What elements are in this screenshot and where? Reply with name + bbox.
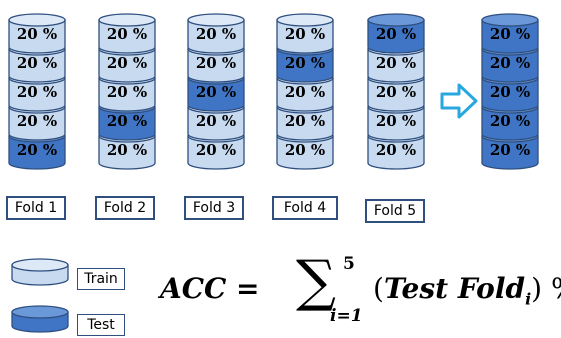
segment-label: 20 %: [376, 83, 416, 101]
legend-train-cylinder: [11, 258, 69, 286]
segment-label: 20 %: [285, 141, 325, 159]
right-outline-arrow-icon: [440, 83, 478, 119]
fold-5-stack-segment-1: 20 %: [367, 13, 425, 54]
fold-label-1: Fold 1: [6, 196, 66, 220]
segment-label: 20 %: [196, 25, 236, 43]
fold-label-3: Fold 3: [184, 196, 244, 220]
fold-2-stack-segment-1: 20 %: [98, 13, 156, 54]
segment-label: 20 %: [17, 54, 57, 72]
fold-1-stack-segment-1: 20 %: [8, 13, 66, 54]
fold-3-stack-segment-1: 20 %: [187, 13, 245, 54]
segment-label: 20 %: [17, 112, 57, 130]
segment-label: 20 %: [107, 83, 147, 101]
formula-open-paren: (: [373, 272, 384, 305]
segment-label: 20 %: [107, 54, 147, 72]
fold-label-4: Fold 4: [272, 196, 338, 220]
fold-label-2: Fold 2: [95, 196, 155, 220]
segment-label: 20 %: [490, 112, 530, 130]
segment-label: 20 %: [196, 54, 236, 72]
segment-label: 20 %: [376, 25, 416, 43]
segment-label: 20 %: [376, 112, 416, 130]
segment-label: 20 %: [196, 141, 236, 159]
segment-label: 20 %: [17, 25, 57, 43]
formula-suffix: ) %: [531, 272, 561, 305]
segment-label: 20 %: [376, 141, 416, 159]
fold-label-5: Fold 5: [365, 199, 425, 223]
segment-label: 20 %: [490, 83, 530, 101]
segment-label: 20 %: [285, 25, 325, 43]
segment-label: 20 %: [490, 141, 530, 159]
segment-label: 20 %: [285, 112, 325, 130]
sum-lower-limit: i=1: [330, 306, 363, 326]
formula-term: Test Fold: [383, 272, 526, 305]
segment-label: 20 %: [376, 54, 416, 72]
legend-train-label: Train: [77, 268, 125, 290]
segment-label: 20 %: [490, 54, 530, 72]
sum-upper-limit: 5: [343, 254, 355, 274]
segment-label: 20 %: [17, 83, 57, 101]
legend-test-cylinder: [11, 305, 69, 333]
formula-lhs: ACC =: [160, 272, 260, 305]
formula-body: (Test Foldi) %: [373, 272, 561, 309]
segment-label: 20 %: [285, 54, 325, 72]
fold-4-stack-segment-1: 20 %: [276, 13, 334, 54]
segment-label: 20 %: [107, 141, 147, 159]
segment-label: 20 %: [196, 112, 236, 130]
segment-label: 20 %: [196, 83, 236, 101]
result-stack-segment-1: 20 %: [481, 13, 539, 54]
formula-subscript: i: [525, 289, 532, 309]
sum-symbol: ∑: [296, 249, 336, 314]
segment-label: 20 %: [107, 25, 147, 43]
legend-test-label: Test: [77, 314, 125, 336]
segment-label: 20 %: [17, 141, 57, 159]
segment-label: 20 %: [107, 112, 147, 130]
segment-label: 20 %: [490, 25, 530, 43]
segment-label: 20 %: [285, 83, 325, 101]
